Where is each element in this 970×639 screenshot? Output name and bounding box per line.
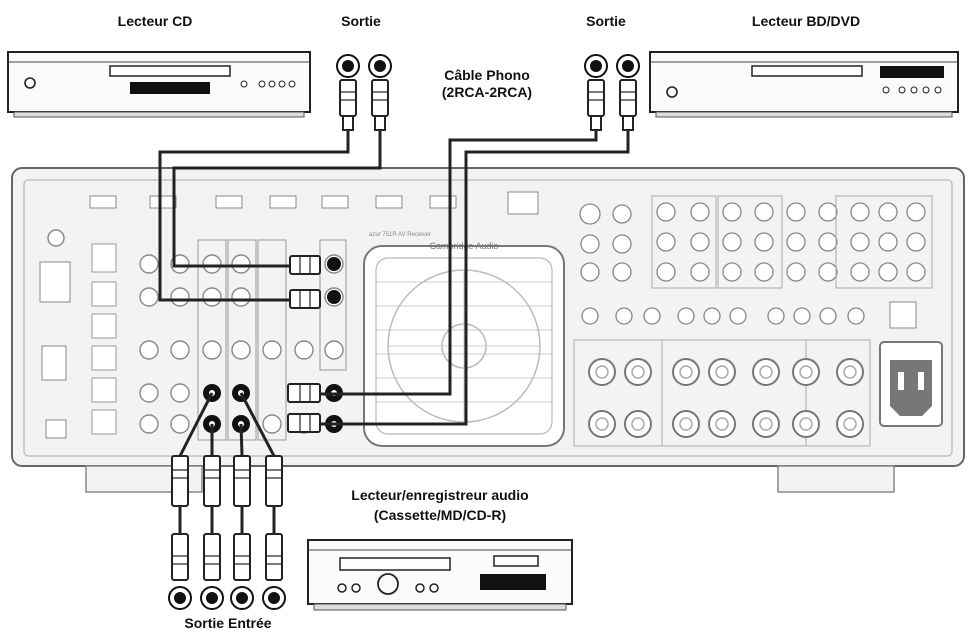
output-label-right: Sortie xyxy=(586,13,626,29)
receiver-rear-panel: Cambridge Audio azur 751R AV Receiver xyxy=(11,167,965,493)
receiver-model: azur 751R AV Receiver xyxy=(369,232,431,238)
recorder-label-line2: (Cassette/MD/CD-R) xyxy=(374,507,506,523)
receiver-brand: Cambridge Audio xyxy=(429,241,498,251)
recorder-label-line1: Lecteur/enregistreur audio xyxy=(351,487,528,503)
rca-plugs-receiver xyxy=(287,255,321,433)
rca-plugs-recorder xyxy=(171,455,283,581)
phono-cables xyxy=(158,130,630,534)
rca-plugs-top xyxy=(339,79,637,131)
output-label-left: Sortie xyxy=(341,13,381,29)
cable-label-line2: (2RCA-2RCA) xyxy=(442,84,532,100)
bd-dvd-player xyxy=(649,51,959,118)
audio-recorder xyxy=(307,539,573,611)
bd-player-label: Lecteur BD/DVD xyxy=(752,13,860,29)
cable-label-line1: Câble Phono xyxy=(444,67,530,83)
bd-output-jacks xyxy=(584,54,640,78)
recorder-io-label: Sortie Entrée xyxy=(184,615,271,631)
fan-grille xyxy=(363,245,565,447)
cd-output-jacks xyxy=(336,54,392,78)
cd-player-label: Lecteur CD xyxy=(118,13,193,29)
recorder-jacks xyxy=(168,586,286,610)
ac-power-inlet xyxy=(879,341,943,427)
cd-player xyxy=(7,51,311,118)
